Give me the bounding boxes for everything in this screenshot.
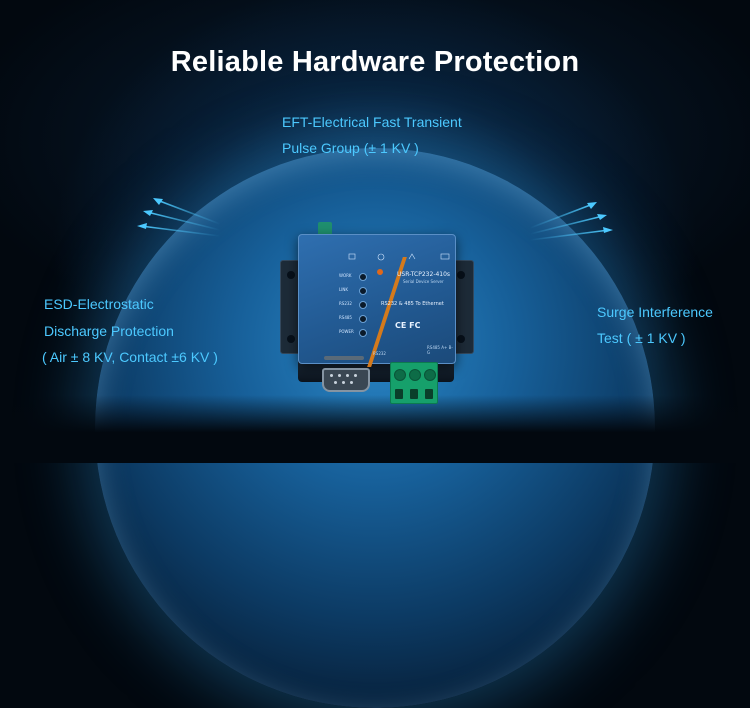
esd-label-line1: ESD-Electrostatic <box>44 296 154 312</box>
led-label: LINK <box>339 287 349 292</box>
page-title: Reliable Hardware Protection <box>170 46 580 78</box>
led-indicator <box>359 329 367 337</box>
right-arrows-icon <box>529 202 613 241</box>
db9-connector <box>322 368 370 392</box>
panel-icons <box>348 253 450 261</box>
terminal-label: RS485 A+ B- G <box>427 345 453 355</box>
led-label: RS485 <box>339 315 352 320</box>
led-indicator <box>359 301 367 309</box>
device-top-panel: WORK LINK RS232 RS485 POWER USR-TCP232-4… <box>298 234 456 367</box>
eft-label-line2: Pulse Group (± 1 KV ) <box>282 140 419 156</box>
led-label: WORK <box>339 273 352 278</box>
port-label: RS232 <box>373 351 386 356</box>
esd-label-line3: ( Air ± 8 KV, Contact ±6 KV ) <box>42 349 218 365</box>
esd-label-line2: Discharge Protection <box>44 323 174 339</box>
terminal-block <box>390 362 438 404</box>
surge-label-line1: Surge Interference <box>597 304 713 320</box>
surge-label-line2: Test ( ± 1 KV ) <box>597 330 686 346</box>
serial-device-server: WORK LINK RS232 RS485 POWER USR-TCP232-4… <box>276 222 476 412</box>
led-label: POWER <box>339 329 354 334</box>
led-indicator <box>359 287 367 295</box>
led-indicator <box>359 273 367 281</box>
floor-shadow <box>0 395 750 463</box>
cert-marks: CE FC <box>395 321 421 330</box>
led-panel: WORK LINK RS232 RS485 POWER <box>339 273 373 343</box>
led-indicator <box>359 315 367 323</box>
device-model: USR-TCP232-410s <box>397 271 451 278</box>
eft-label-line1: EFT-Electrical Fast Transient <box>282 114 462 130</box>
top-connector <box>318 222 332 236</box>
led-label: RS232 <box>339 301 352 306</box>
device-subtitle: Serial Device Server <box>403 279 444 284</box>
device-spec: RS232 & 485 To Ethernet <box>381 301 444 307</box>
left-arrows-icon <box>137 198 221 237</box>
status-dot <box>377 269 383 275</box>
port-ring <box>324 356 364 360</box>
